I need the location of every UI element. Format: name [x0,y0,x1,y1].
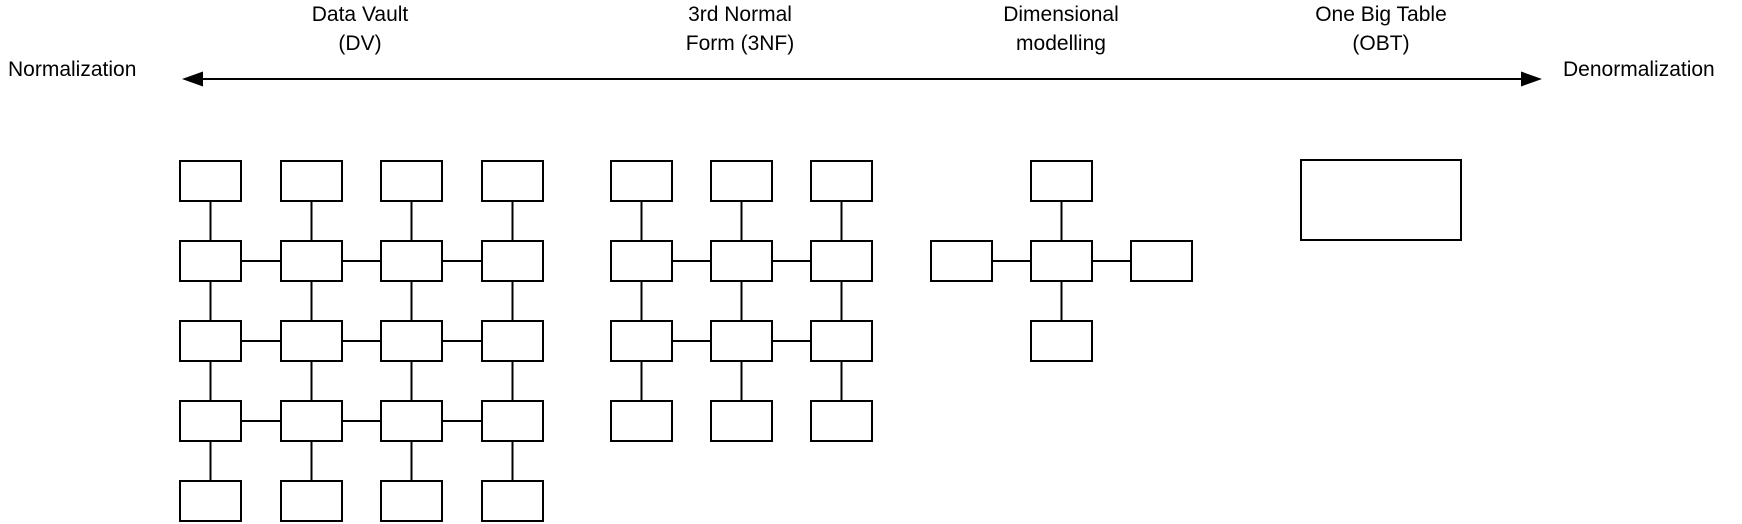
group-label-line2: (OBT) [1352,32,1410,55]
table-box [481,480,544,522]
table-box [380,320,443,362]
table-box [179,400,242,442]
group-label-data-vault: Data Vault (DV) [312,0,409,58]
table-box [710,320,773,362]
table-box [810,240,873,282]
schema-one-big-table [1300,159,1462,241]
table-box [610,240,673,282]
table-box [280,320,343,362]
group-label-dimensional-modelling: Dimensional modelling [1003,0,1119,58]
group-label-line2: modelling [1016,32,1106,55]
table-box [1130,240,1193,282]
table-box [610,320,673,362]
table-box [481,240,544,282]
table-box [380,160,443,202]
table-box [481,320,544,362]
group-label-one-big-table: One Big Table (OBT) [1315,0,1447,58]
table-box [930,240,993,282]
arrowhead-left-icon [182,71,203,87]
table-box [179,160,242,202]
table-box [810,160,873,202]
table-box [1300,159,1462,241]
group-label-line1: Data Vault [311,3,409,26]
table-box [1030,160,1093,202]
table-box [280,240,343,282]
table-box [810,400,873,442]
table-box [380,240,443,282]
group-label-line2: (DV) [338,32,382,55]
table-box [810,320,873,362]
table-box [280,400,343,442]
arrowhead-right-icon [1521,71,1542,87]
schema-data-vault [179,160,544,522]
group-label-line1: One Big Table [1315,3,1447,26]
group-label-line1: 3rd Normal [688,3,792,26]
table-box [179,240,242,282]
table-box [481,160,544,202]
axis-label-normalization: Normalization [8,58,137,81]
normalization-spectrum-arrow [182,71,1542,87]
table-box [710,400,773,442]
axis-label-denormalization: Denormalization [1563,58,1715,81]
table-box [280,160,343,202]
table-box [710,240,773,282]
table-box [610,400,673,442]
table-box [280,480,343,522]
table-box [1030,240,1093,282]
table-box [380,480,443,522]
table-box [710,160,773,202]
table-box [610,160,673,202]
group-label-line2: Form (3NF) [685,32,795,55]
table-box [1030,320,1093,362]
table-box [380,400,443,442]
table-box [481,400,544,442]
table-box [179,480,242,522]
group-label-line1: Dimensional [1003,3,1119,26]
group-label-third-normal-form: 3rd Normal Form (3NF) [686,0,795,58]
schema-dimensional-modelling [930,160,1193,362]
table-box [179,320,242,362]
schema-third-normal-form [610,160,873,442]
